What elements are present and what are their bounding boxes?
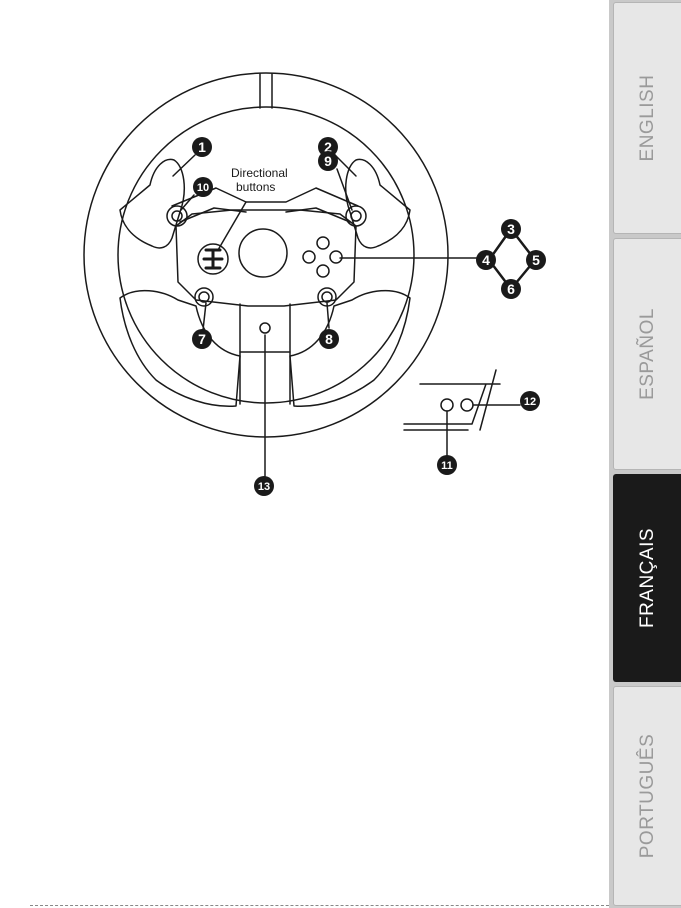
svg-text:6: 6 xyxy=(507,281,515,297)
callout-3: 3 xyxy=(501,219,521,239)
callout-4: 4 xyxy=(476,250,496,270)
face-button-top xyxy=(317,237,329,249)
callout-5: 5 xyxy=(526,250,546,270)
tab-espanol-label: ESPAÑOL xyxy=(637,308,659,400)
svg-text:1: 1 xyxy=(198,139,206,155)
svg-text:11: 11 xyxy=(441,460,453,472)
inset-base xyxy=(404,370,500,430)
tab-english[interactable]: ENGLISH xyxy=(613,2,681,234)
button-9 xyxy=(346,206,366,226)
callout-13: 13 xyxy=(254,476,274,496)
tab-francais[interactable]: FRANÇAIS xyxy=(613,474,681,682)
svg-text:10: 10 xyxy=(197,182,209,194)
callout-6: 6 xyxy=(501,279,521,299)
face-button-right xyxy=(330,251,342,263)
svg-text:5: 5 xyxy=(532,252,540,268)
callout-1: 1 xyxy=(192,137,212,157)
svg-text:3: 3 xyxy=(507,221,515,237)
annotation-label-line-1: Directional xyxy=(231,166,288,180)
svg-text:8: 8 xyxy=(325,331,333,347)
left-lower-grip xyxy=(120,291,240,407)
svg-text:9: 9 xyxy=(324,153,332,169)
callout-12: 12 xyxy=(520,391,540,411)
svg-text:13: 13 xyxy=(258,481,270,493)
tab-english-label: ENGLISH xyxy=(637,75,659,162)
button-7 xyxy=(195,288,213,306)
wheel-rim-inner xyxy=(118,107,414,403)
right-lower-grip xyxy=(290,291,410,407)
tab-portugues[interactable]: PORTUGUÊS xyxy=(613,686,681,906)
callout-11: 11 xyxy=(437,455,457,475)
svg-text:12: 12 xyxy=(524,396,536,408)
face-button-bottom xyxy=(317,265,329,277)
language-tab-strip: ENGLISH ESPAÑOL FRANÇAIS PORTUGUÊS xyxy=(609,0,681,908)
left-paddle-shape xyxy=(120,159,184,247)
tab-portugues-label: PORTUGUÊS xyxy=(637,734,659,859)
tab-espanol[interactable]: ESPAÑOL xyxy=(613,238,681,470)
svg-text:4: 4 xyxy=(482,252,490,268)
callout-9: 9 xyxy=(318,151,338,171)
callout-7: 7 xyxy=(192,329,212,349)
wheel-rim-outer xyxy=(84,73,448,437)
svg-text:7: 7 xyxy=(198,331,206,347)
callout-10: 10 xyxy=(193,177,213,197)
button-12 xyxy=(461,399,473,411)
bottom-divider xyxy=(30,905,609,906)
annotation-label-line-2: buttons xyxy=(236,180,275,194)
face-button-left xyxy=(303,251,315,263)
tab-francais-label: FRANÇAIS xyxy=(637,528,659,628)
callout-8: 8 xyxy=(319,329,339,349)
steering-wheel-diagram: 1 2 3 4 5 6 7 8 9 10 11 12 13 Directiona… xyxy=(0,0,610,908)
button-13 xyxy=(260,323,270,333)
button-11 xyxy=(441,399,453,411)
